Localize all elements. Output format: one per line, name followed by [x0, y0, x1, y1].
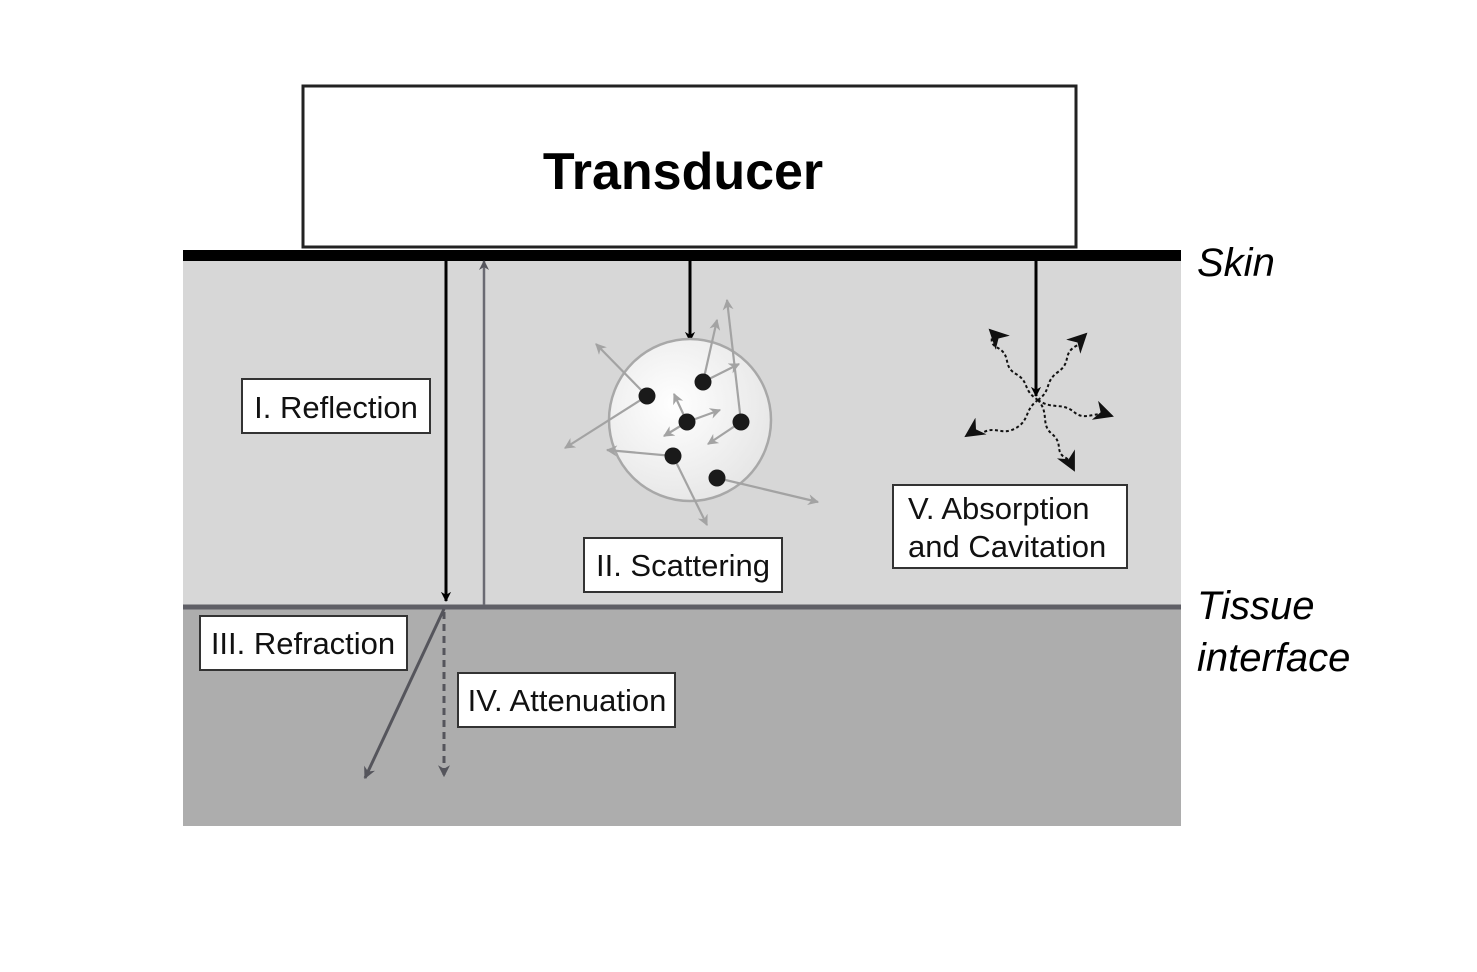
- scatter-ray: [722, 298, 743, 423]
- reflection-label: I. Reflection: [254, 390, 418, 425]
- scatter-particle: [732, 413, 750, 431]
- scattering-label-box: II. Scattering: [583, 537, 783, 593]
- attenuation-label: IV. Attenuation: [468, 683, 667, 718]
- absorption-wave: [988, 328, 1039, 401]
- transducer-label: Transducer: [543, 143, 823, 201]
- scatter-ray: [595, 343, 648, 397]
- skin-line: [183, 250, 1181, 261]
- scatter-ray: [701, 318, 721, 383]
- absorption-label-box: V. Absorption and Cavitation: [892, 484, 1128, 569]
- scatter-particle: [638, 387, 656, 405]
- refraction-label-box: III. Refraction: [199, 615, 408, 671]
- refraction-label: III. Refraction: [211, 626, 395, 661]
- absorption-wave: [1037, 399, 1114, 420]
- scatter-particle: [678, 413, 696, 431]
- scatter-ray: [716, 476, 820, 506]
- skin-label: Skin: [1197, 241, 1275, 285]
- tissue-interface-label-line2: interface: [1197, 636, 1350, 680]
- reflection-label-box: I. Reflection: [241, 378, 431, 434]
- transducer-box: [301, 84, 1078, 249]
- scatter-particle: [664, 447, 682, 465]
- absorption-squiggles: [964, 328, 1114, 472]
- scatter-ray: [605, 445, 674, 458]
- attenuation-label-box: IV. Attenuation: [457, 672, 676, 728]
- scattering-label: II. Scattering: [596, 548, 770, 583]
- scatter-ray: [672, 455, 708, 526]
- absorption-label-line1: V. Absorption: [908, 491, 1090, 526]
- absorption-label: V. Absorption and Cavitation: [908, 491, 1106, 564]
- tissue-interface-label-line1: Tissue: [1197, 584, 1314, 628]
- refracted-wave-arrow: [363, 608, 446, 780]
- absorption-label-line2: and Cavitation: [908, 529, 1106, 564]
- absorption-wave: [1037, 332, 1088, 401]
- scatter-ray: [564, 395, 648, 449]
- scatter-particle: [708, 469, 726, 487]
- tissue-interface-label: Tissue interface: [1197, 584, 1350, 680]
- scatter-particle: [694, 373, 712, 391]
- scatter-particles: [638, 373, 750, 487]
- scatter-rays: [564, 298, 820, 526]
- absorption-wave: [964, 399, 1039, 438]
